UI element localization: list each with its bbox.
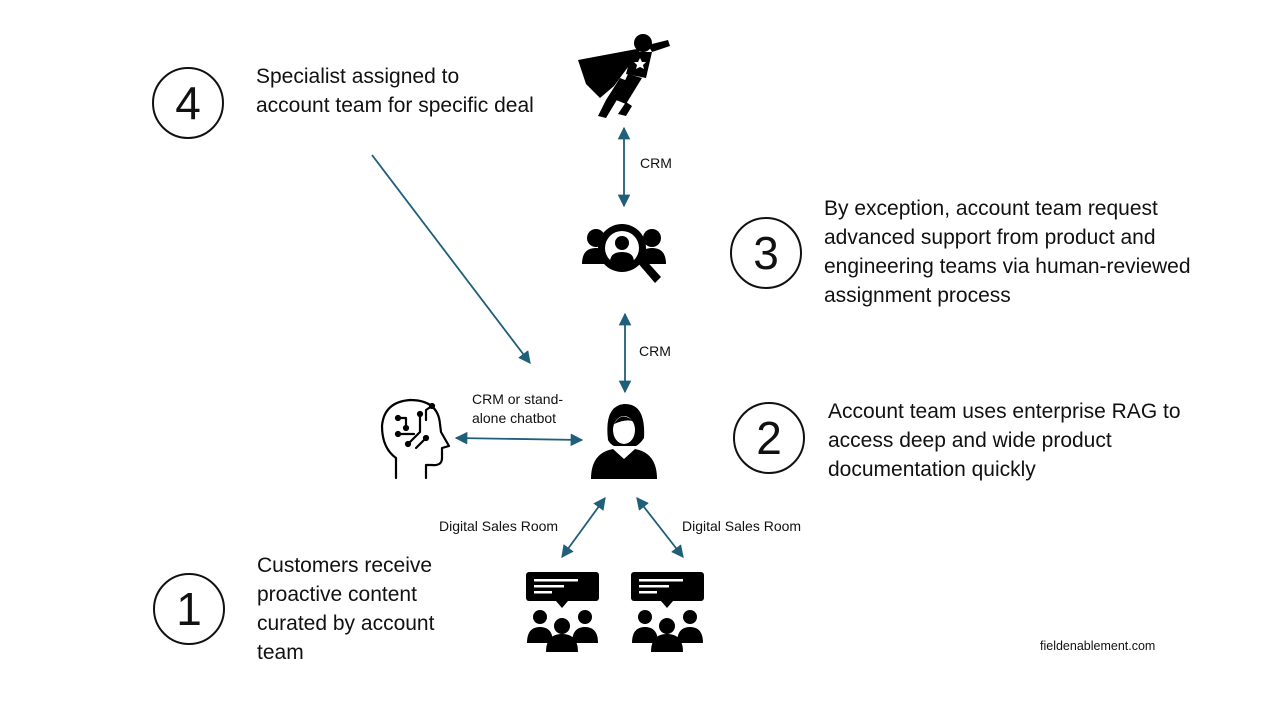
crm-label-team: CRM (639, 343, 671, 359)
team-search-icon (582, 224, 666, 283)
step-1-circle: 1 (153, 573, 225, 645)
step-2-circle: 2 (733, 402, 805, 474)
step-2-text: Account team uses enterprise RAG to acce… (828, 400, 1181, 481)
superhero-icon (578, 34, 670, 118)
step-3-text: By exception, account team request advan… (824, 197, 1191, 307)
account-rep-icon (591, 403, 657, 479)
dsr-label-left: Digital Sales Room (439, 518, 559, 534)
ai-brain-head-icon (380, 398, 451, 480)
step-1-text: Customers receive proactive content cura… (257, 554, 435, 664)
dsr-label-right: Digital Sales Room (682, 518, 802, 534)
arrow-rep-ai (454, 431, 584, 447)
customer-chat-group-icon (631, 572, 704, 652)
arrow-specialist-assignment (371, 154, 531, 365)
step-4-text: Specialist assigned to account team for … (256, 65, 534, 117)
footer-site: fieldenablement.com (1040, 639, 1156, 653)
customer-chat-group-icon (526, 572, 599, 652)
crm-label-specialist: CRM (640, 155, 672, 171)
arrow-rep-customers-left (561, 496, 606, 559)
step-4-circle: 4 (152, 67, 224, 139)
chatbot-label-line2: alone chatbot (472, 410, 557, 426)
chatbot-label-line1: CRM or stand- (472, 391, 564, 407)
step-3-circle: 3 (730, 217, 802, 289)
arrow-rep-customers-right (636, 497, 684, 558)
